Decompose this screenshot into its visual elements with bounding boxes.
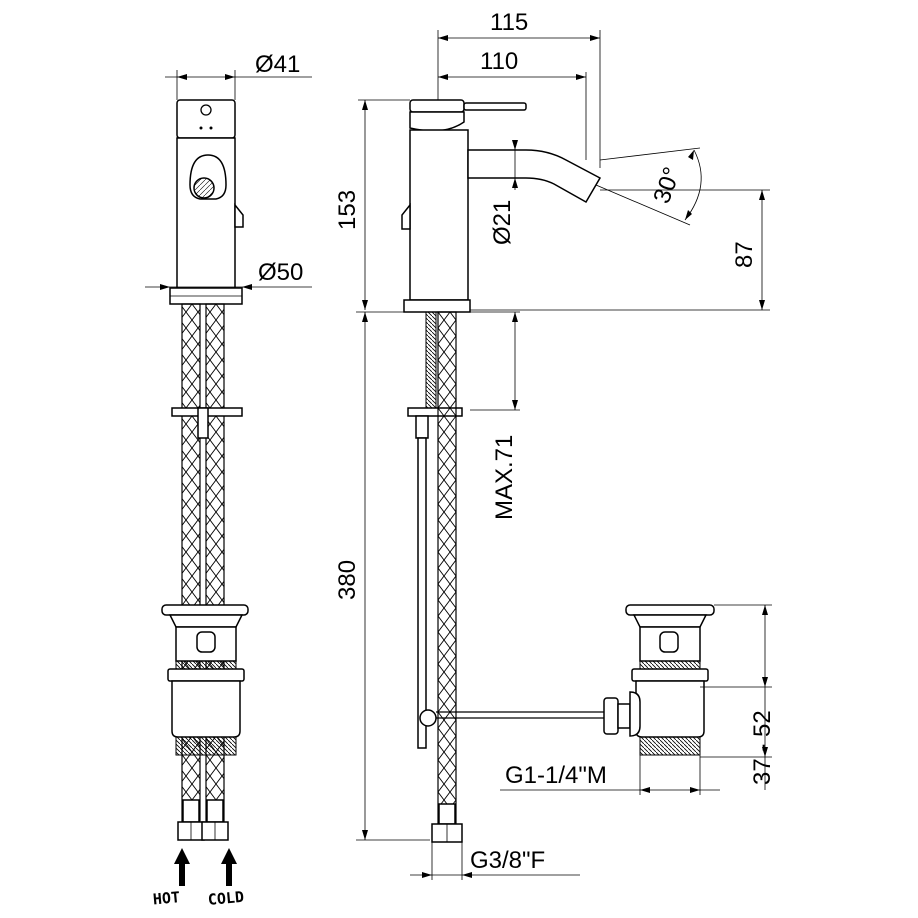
dim-width-110: 110 xyxy=(480,48,518,75)
dim-height-153: 153 xyxy=(334,190,361,230)
dim-width-115: 115 xyxy=(490,9,528,36)
dim-range-37-52: 37 - 52 xyxy=(749,710,776,785)
dim-length-380: 380 xyxy=(334,560,361,600)
cold-label: COLD xyxy=(207,888,245,909)
dim-max-71: MAX.71 xyxy=(491,435,518,520)
dim-waste-thread: G1-1/4"M xyxy=(505,762,607,789)
dim-hose-thread: G3/8"F xyxy=(470,847,545,874)
front-view: Ø41 Ø50 xyxy=(145,51,312,909)
dim-height-87: 87 xyxy=(731,241,758,268)
hot-label: HOT xyxy=(152,888,181,908)
dim-angle-30: 30° xyxy=(648,164,686,207)
dim-diameter-41: Ø41 xyxy=(255,51,300,78)
cold-inlet-arrow-icon xyxy=(221,848,237,886)
hot-inlet-arrow-icon xyxy=(174,848,190,886)
side-view: 115 110 153 Ø21 30° xyxy=(334,9,776,880)
dim-diameter-50: Ø50 xyxy=(258,259,303,286)
dim-diameter-21: Ø21 xyxy=(489,200,516,245)
